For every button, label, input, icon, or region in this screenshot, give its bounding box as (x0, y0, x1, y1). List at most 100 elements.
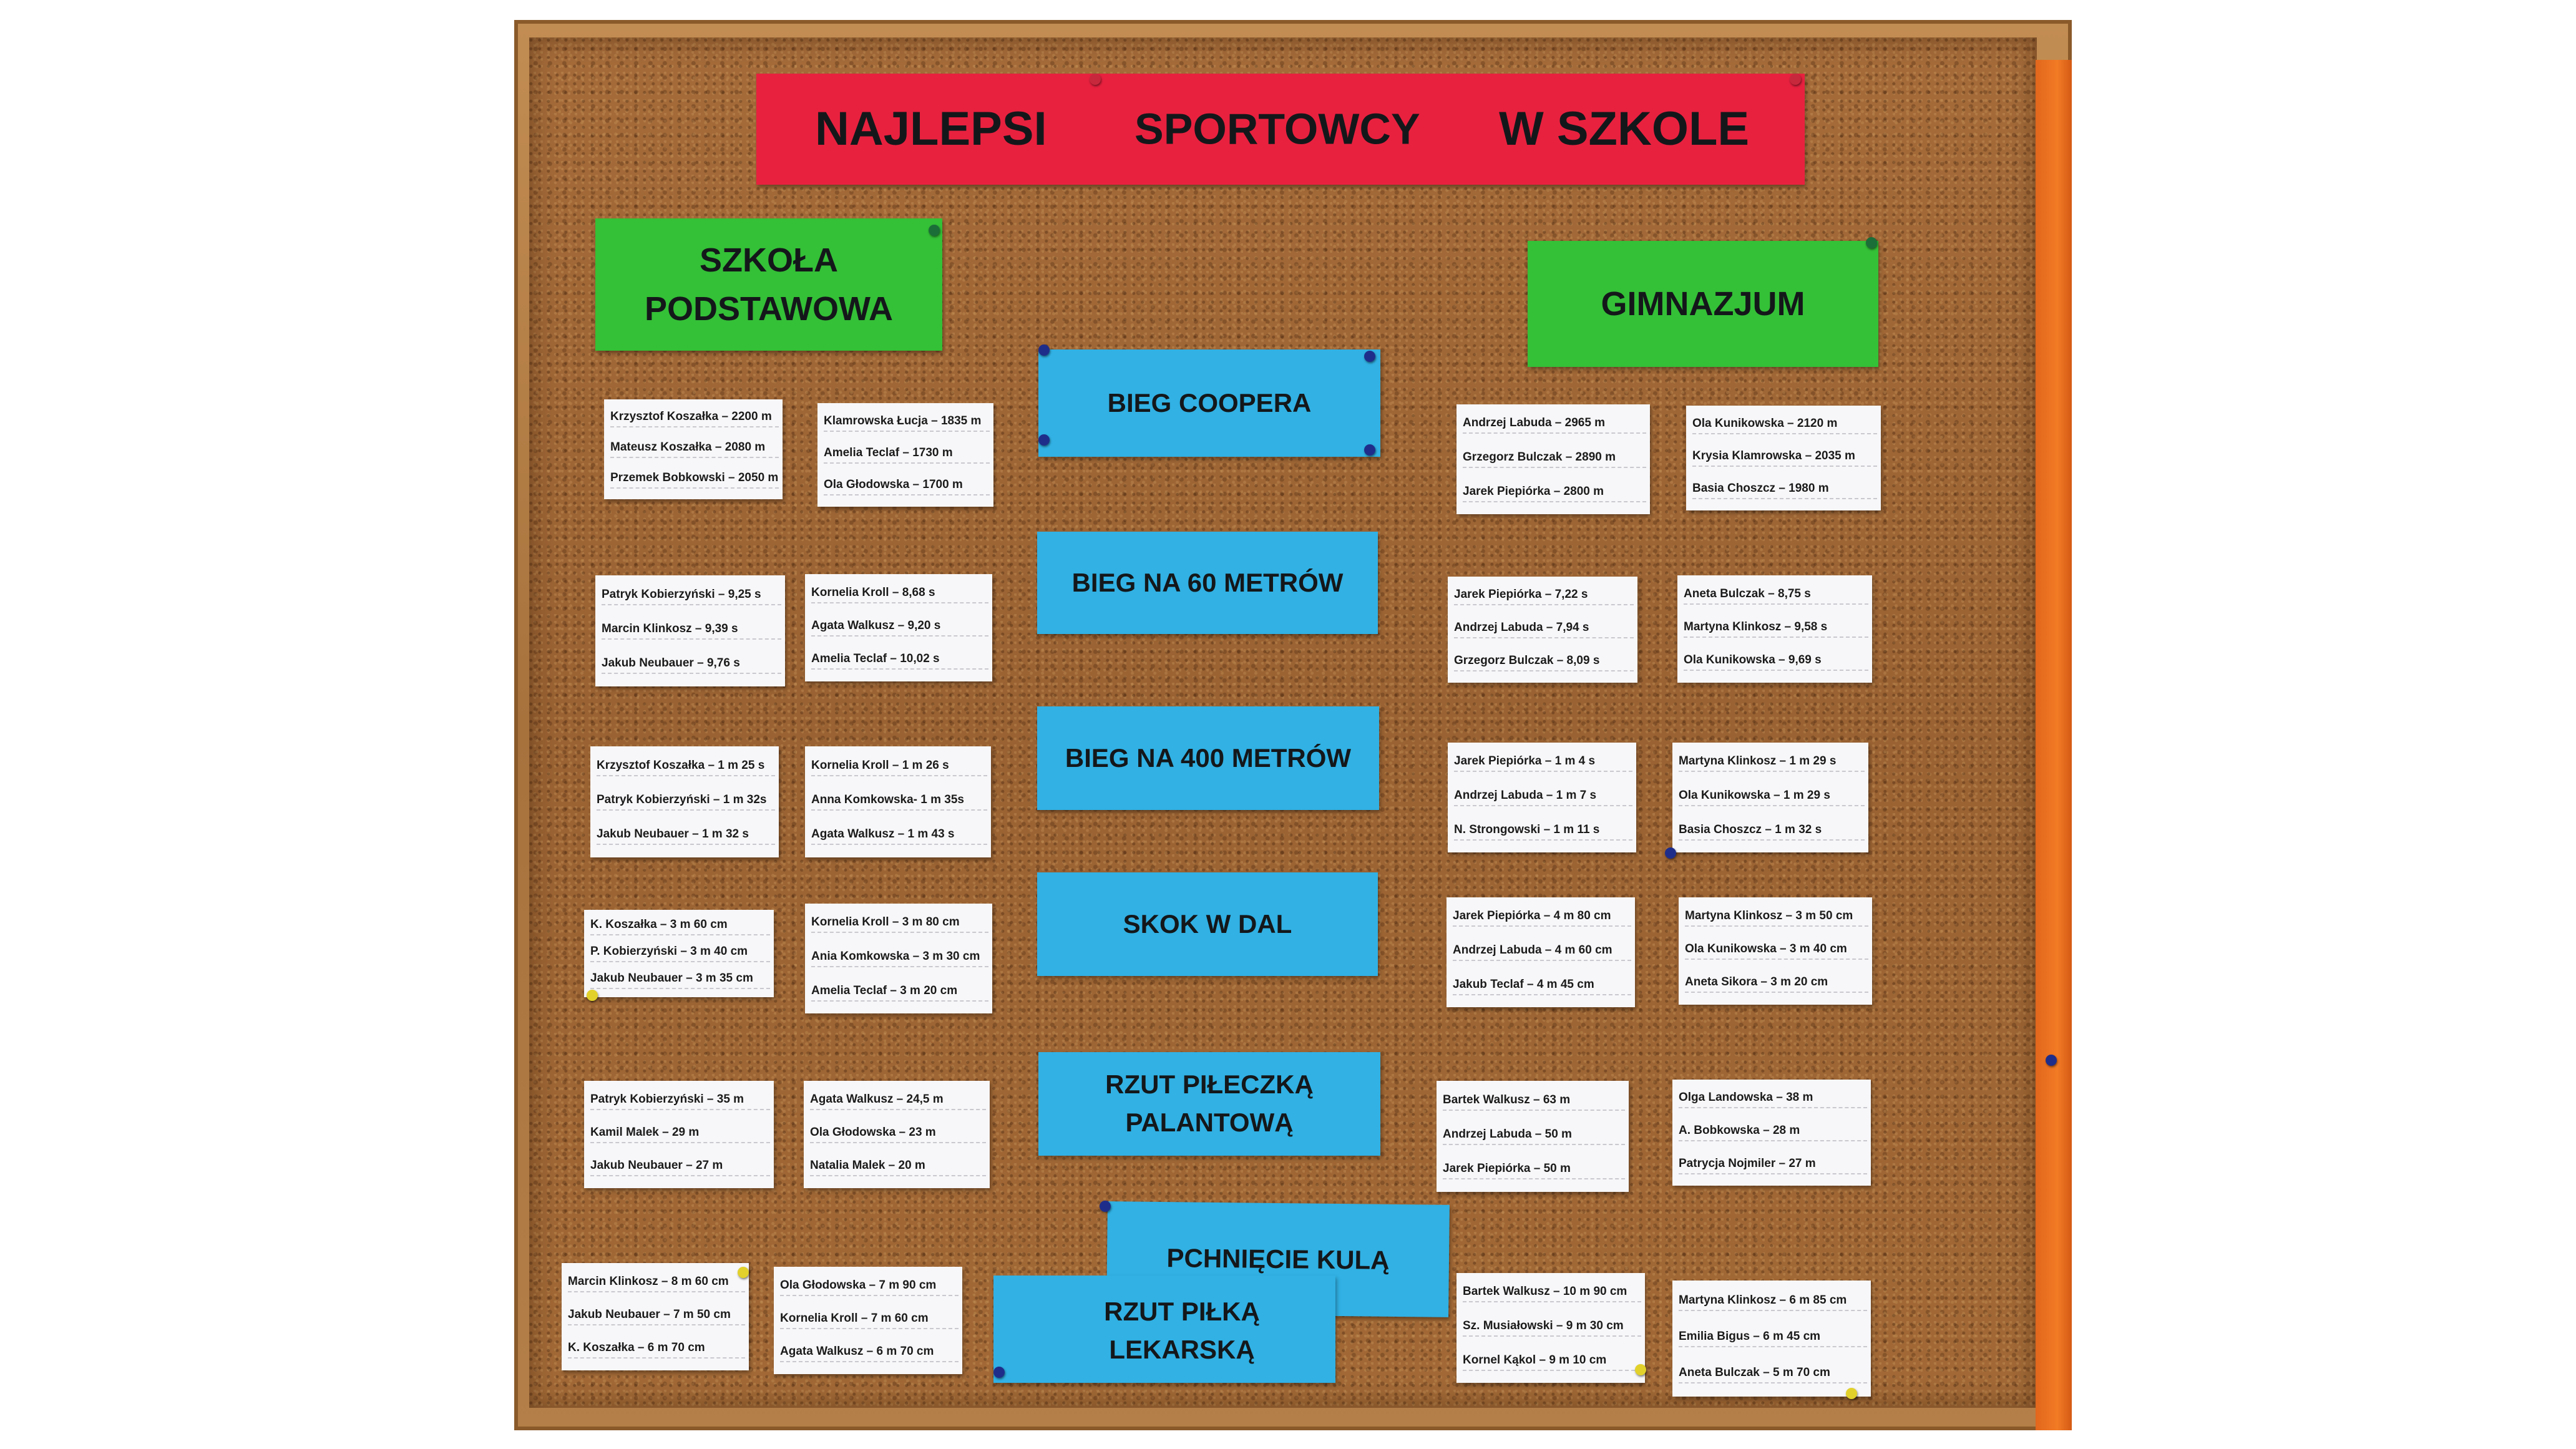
title-word-3: W SZKOLE (1499, 102, 1750, 155)
result-line: Amelia Teclaf – 1730 m (824, 446, 990, 464)
result-line: Ania Komkowska – 3 m 30 cm (811, 950, 988, 967)
result-line: Basia Choszcz – 1 m 32 s (1679, 823, 1865, 841)
result-line: Emilia Bigus – 6 m 45 cm (1679, 1330, 1867, 1347)
result-line: Andrzej Labuda – 2965 m (1463, 416, 1646, 434)
title-word-2: SPORTOWCY (1134, 104, 1420, 154)
result-line: Andrzej Labuda – 1 m 7 s (1454, 789, 1632, 806)
result-line: Sz. Musiałowski – 9 m 30 cm (1463, 1319, 1641, 1337)
result-line: Martyna Klinkosz – 9,58 s (1684, 620, 1868, 638)
result-line: Mateusz Koszałka – 2080 m (610, 441, 779, 458)
event-label-medicine-ball: RZUT PIŁKĄ LEKARSKĄ (993, 1276, 1335, 1383)
result-line: Kornelia Kroll – 1 m 26 s (811, 759, 987, 776)
result-card-ball-gim-girls: Olga Landowska – 38 m A. Bobkowska – 28 … (1672, 1080, 1871, 1186)
push-pin-icon (587, 990, 598, 1001)
result-line: Agata Walkusz – 24,5 m (810, 1093, 986, 1110)
result-line: Marcin Klinkosz – 9,39 s (602, 622, 781, 640)
result-card-cooper-gim-boys: Andrzej Labuda – 2965 m Grzegorz Bulczak… (1456, 404, 1650, 514)
result-line: Kamil Malek – 29 m (590, 1126, 770, 1143)
result-line: K. Koszałka – 3 m 60 cm (590, 918, 770, 936)
result-line: N. Strongowski – 1 m 11 s (1454, 823, 1632, 841)
event-label-long-jump: SKOK W DAL (1037, 872, 1378, 976)
result-card-60m-gim-girls: Aneta Bulczak – 8,75 s Martyna Klinkosz … (1677, 575, 1872, 683)
push-pin-icon (993, 1367, 1005, 1378)
result-card-ball-sp-boys: Patryk Kobierzyński – 35 m Kamil Malek –… (584, 1081, 774, 1188)
title-banner: NAJLEPSI SPORTOWCY W SZKOLE (756, 74, 1805, 185)
result-line: Aneta Bulczak – 8,75 s (1684, 587, 1868, 605)
push-pin-icon (2046, 1055, 2057, 1066)
result-line: Krzysztof Koszałka – 1 m 25 s (597, 759, 775, 776)
result-line: Jarek Piepiórka – 7,22 s (1454, 588, 1634, 606)
result-line: Patryk Kobierzyński – 9,25 s (602, 588, 781, 605)
result-card-400m-sp-boys: Krzysztof Koszałka – 1 m 25 s Patryk Kob… (590, 746, 779, 857)
result-line: Jarek Piepiórka – 4 m 80 cm (1453, 909, 1631, 927)
push-pin-icon (1100, 1201, 1111, 1212)
result-line: Jakub Neubauer – 1 m 32 s (597, 827, 775, 846)
result-line: Anna Komkowska- 1 m 35s (811, 793, 987, 811)
result-card-60m-sp-boys: Patryk Kobierzyński – 9,25 s Marcin Klin… (595, 575, 785, 686)
push-pin-icon (1635, 1364, 1646, 1375)
result-line: Amelia Teclaf – 10,02 s (811, 652, 988, 670)
result-line: P. Kobierzyński – 3 m 40 cm (590, 945, 770, 962)
result-line: Kornelia Kroll – 8,68 s (811, 586, 988, 603)
title-word-1: NAJLEPSI (815, 102, 1047, 155)
result-line: Grzegorz Bulczak – 2890 m (1463, 451, 1646, 468)
result-line: Przemek Bobkowski – 2050 m (610, 471, 779, 489)
result-line: Jakub Neubauer – 7 m 50 cm (568, 1308, 745, 1325)
result-card-ball-gim-boys: Bartek Walkusz – 63 m Andrzej Labuda – 5… (1437, 1081, 1629, 1192)
result-line: Patryk Kobierzyński – 35 m (590, 1093, 770, 1110)
result-card-shot-gim-girls: Martyna Klinkosz – 6 m 85 cm Emilia Bigu… (1672, 1281, 1871, 1397)
event-label-400m: BIEG NA 400 METRÓW (1037, 706, 1379, 810)
result-card-60m-sp-girls: Kornelia Kroll – 8,68 s Agata Walkusz – … (805, 574, 992, 681)
primary-school-header: SZKOŁA PODSTAWOWA (595, 218, 942, 351)
result-card-shot-sp-girls: Ola Głodowska – 7 m 90 cm Kornelia Kroll… (774, 1267, 962, 1374)
result-card-60m-gim-boys: Jarek Piepiórka – 7,22 s Andrzej Labuda … (1448, 577, 1637, 683)
push-pin-icon (1846, 1388, 1857, 1399)
result-line: Ola Kunikowska – 9,69 s (1684, 653, 1868, 671)
result-line: Olga Landowska – 38 m (1679, 1091, 1867, 1109)
result-line: Ola Kunikowska – 2120 m (1692, 417, 1877, 434)
event-label-ball-throw: RZUT PIŁECZKĄ PALANTOWĄ (1038, 1052, 1380, 1156)
result-line: Andrzej Labuda – 7,94 s (1454, 621, 1634, 638)
result-line: Andrzej Labuda – 4 m 60 cm (1453, 944, 1631, 961)
result-line: Kornelia Kroll – 7 m 60 cm (780, 1312, 959, 1329)
result-line: Kornelia Kroll – 3 m 80 cm (811, 915, 988, 934)
result-line: Natalia Malek – 20 m (810, 1159, 986, 1177)
result-line: Grzegorz Bulczak – 8,09 s (1454, 654, 1634, 671)
push-pin-icon (738, 1267, 749, 1278)
result-card-400m-gim-boys: Jarek Piepiórka – 1 m 4 s Andrzej Labuda… (1448, 743, 1636, 852)
result-line: Jarek Piepiórka – 50 m (1443, 1162, 1625, 1180)
result-card-longjump-gim-girls: Martyna Klinkosz – 3 m 50 cm Ola Kunikow… (1679, 897, 1872, 1005)
result-line: Agata Walkusz – 6 m 70 cm (780, 1345, 959, 1363)
result-card-shot-sp-boys: Marcin Klinkosz – 8 m 60 cm Jakub Neubau… (562, 1263, 749, 1370)
result-line: Aneta Bulczak – 5 m 70 cm (1679, 1366, 1867, 1383)
result-line: Agata Walkusz – 1 m 43 s (811, 827, 987, 846)
result-line: Ola Głodowska – 7 m 90 cm (780, 1279, 959, 1296)
result-line: Krzysztof Koszałka – 2200 m (610, 410, 779, 427)
push-pin-icon (1866, 237, 1877, 248)
result-line: Agata Walkusz – 9,20 s (811, 619, 988, 637)
push-pin-icon (1038, 344, 1050, 356)
push-pin-icon (1665, 847, 1676, 859)
push-pin-icon (1790, 74, 1801, 85)
result-card-cooper-sp-boys: Krzysztof Koszałka – 2200 m Mateusz Kosz… (604, 399, 783, 499)
event-label-cooper: BIEG COOPERA (1038, 349, 1380, 457)
result-line: Jakub Teclaf – 4 m 45 cm (1453, 978, 1631, 995)
result-line: K. Koszałka – 6 m 70 cm (568, 1341, 745, 1359)
event-label-60m: BIEG NA 60 METRÓW (1037, 532, 1378, 634)
result-card-longjump-gim-boys: Jarek Piepiórka – 4 m 80 cm Andrzej Labu… (1447, 897, 1635, 1007)
result-line: Jakub Neubauer – 9,76 s (602, 656, 781, 675)
middle-school-header: GIMNAZJUM (1528, 241, 1878, 367)
result-line: Kornel Kąkol – 9 m 10 cm (1463, 1354, 1641, 1371)
result-line: Marcin Klinkosz – 8 m 60 cm (568, 1275, 745, 1292)
push-pin-icon (1038, 434, 1050, 446)
push-pin-icon (1364, 444, 1375, 456)
result-line: Ola Kunikowska – 1 m 29 s (1679, 789, 1865, 806)
result-line: Aneta Sikora – 3 m 20 cm (1685, 975, 1868, 993)
result-card-cooper-gim-girls: Ola Kunikowska – 2120 m Krysia Klamrowsk… (1686, 406, 1881, 510)
result-card-cooper-sp-girls: Klamrowska Łucja – 1835 m Amelia Teclaf … (817, 403, 993, 507)
result-line: Jakub Neubauer – 3 m 35 cm (590, 972, 770, 989)
push-pin-icon (1090, 74, 1101, 85)
result-line: Martyna Klinkosz – 1 m 29 s (1679, 754, 1865, 773)
result-line: Patrycja Nojmiler – 27 m (1679, 1157, 1867, 1174)
result-line: Bartek Walkusz – 10 m 90 cm (1463, 1285, 1641, 1303)
